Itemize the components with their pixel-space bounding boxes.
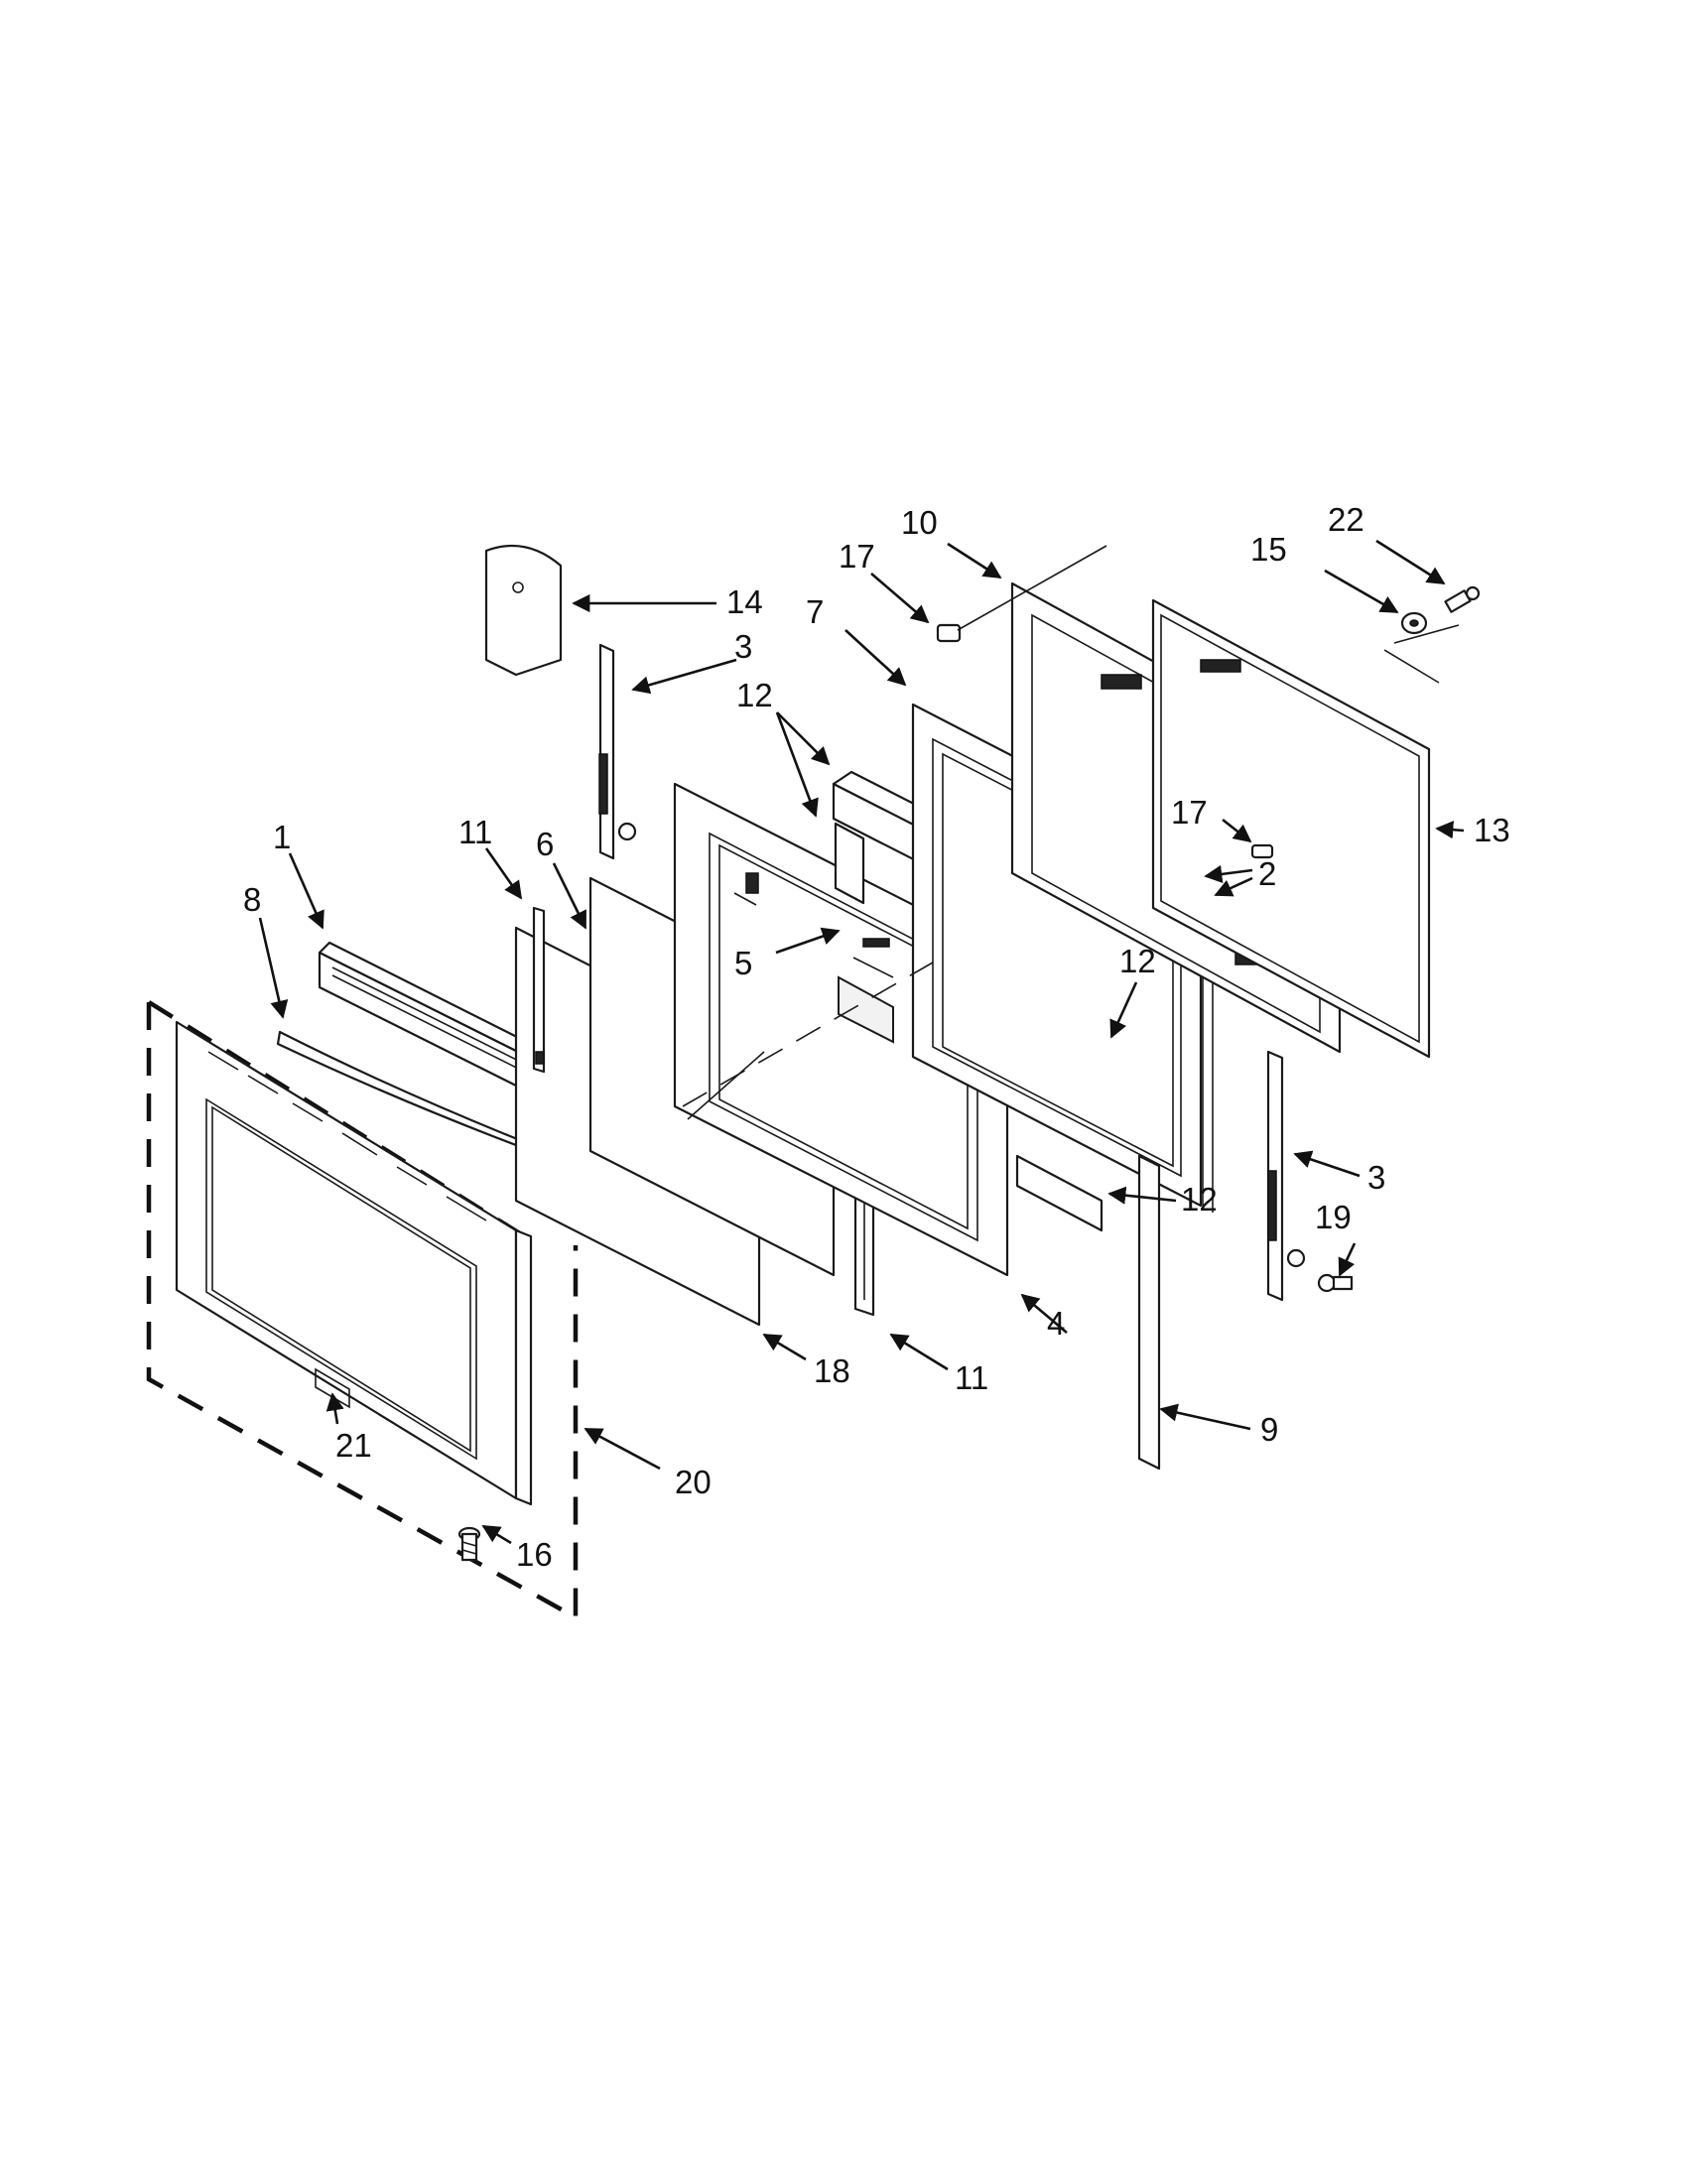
callout-10: 10 [901, 504, 938, 541]
callout-7: 7 [806, 593, 824, 630]
guide-line [1393, 624, 1460, 644]
screw-part-19 [1317, 1273, 1354, 1293]
callout-17-upper: 17 [839, 538, 875, 575]
callout-13: 13 [1474, 812, 1510, 848]
callout-2: 2 [1258, 855, 1276, 892]
callout-21: 21 [335, 1427, 372, 1464]
callout-5: 5 [734, 945, 752, 981]
rear-door-panel-part-13 [1151, 598, 1431, 1059]
assembly-20-outline [146, 1002, 579, 1621]
callout-20: 20 [675, 1464, 712, 1500]
pin-part-17-upper [936, 623, 962, 643]
callout-4: 4 [1047, 1305, 1065, 1342]
callout-12-lower: 12 [1181, 1181, 1218, 1218]
guide-line [957, 545, 1107, 631]
guide-line [1383, 649, 1440, 684]
hinge-left-part-3 [598, 643, 637, 860]
callout-1: 1 [273, 819, 291, 855]
insulation-bottom-part-12 [1015, 1154, 1103, 1232]
inner-door-frame-part-4 [673, 782, 1009, 1277]
callout-12-right: 12 [1119, 943, 1156, 979]
outer-door-panel-part-20 [175, 1020, 533, 1506]
pin-part-17-lower [1250, 843, 1274, 859]
cover-plate-part-14 [484, 544, 563, 677]
callout-3-lower: 3 [1367, 1159, 1385, 1196]
callout-16: 16 [516, 1536, 553, 1573]
callout-3-upper: 3 [734, 628, 752, 665]
door-bracket-left-part-11 [532, 906, 546, 1074]
callout-11-lower: 11 [955, 1359, 988, 1396]
guide-line [687, 1051, 765, 1120]
hinge-right-part-3 [1266, 1050, 1306, 1302]
callout-22: 22 [1328, 501, 1364, 538]
callout-15: 15 [1250, 531, 1287, 568]
callout-8: 8 [243, 881, 261, 918]
nameplate-part-21 [315, 1367, 350, 1409]
leader-lines [258, 539, 1465, 1545]
callout-11-upper: 11 [458, 814, 492, 850]
side-trim-part-9 [1137, 1154, 1161, 1471]
callout-19: 19 [1315, 1199, 1352, 1235]
callout-18: 18 [814, 1352, 850, 1389]
callout-9: 9 [1260, 1411, 1278, 1448]
insulation-left-part-12 [834, 822, 865, 905]
clip-part-5 [745, 872, 890, 948]
callout-12-upper: 12 [736, 677, 773, 713]
washer-part-15 [1400, 611, 1428, 635]
screw-part-16 [457, 1526, 481, 1562]
guide-line [682, 962, 934, 1107]
callout-17-lower: 17 [1171, 794, 1208, 831]
callout-14: 14 [726, 583, 763, 620]
callout-6: 6 [536, 826, 554, 862]
screw-part-22 [1444, 585, 1481, 613]
